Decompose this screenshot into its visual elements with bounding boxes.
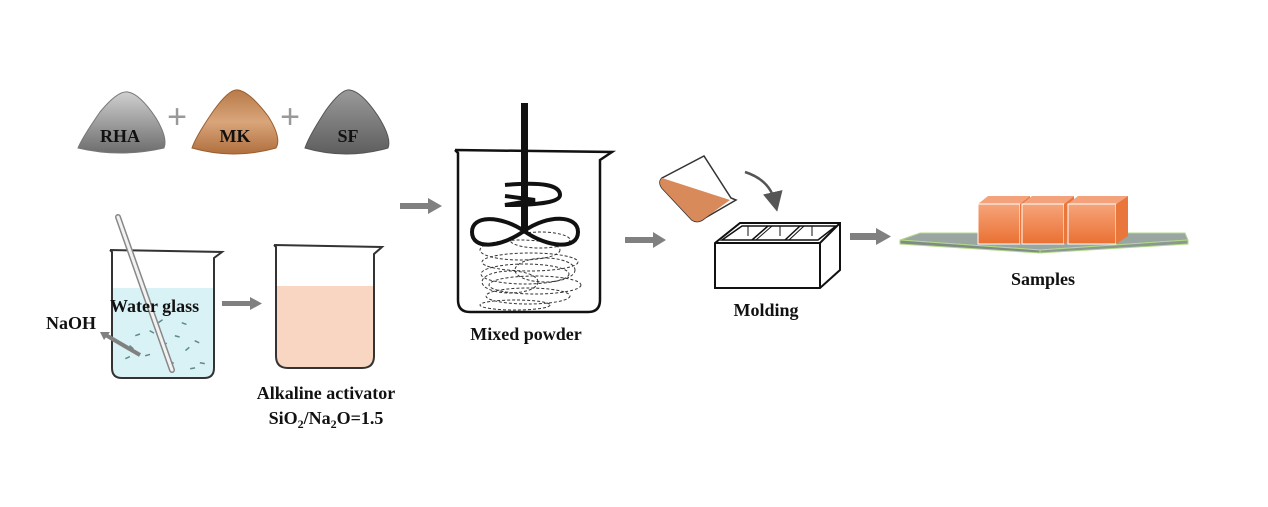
plus-sign: + bbox=[167, 98, 187, 136]
rha-label: RHA bbox=[100, 126, 140, 146]
naoh-label: NaOH bbox=[46, 313, 96, 333]
alkaline-activator-beaker bbox=[273, 244, 385, 369]
arrow-icon bbox=[625, 232, 666, 248]
sample-cube bbox=[1021, 196, 1074, 245]
mk-label: MK bbox=[220, 126, 251, 146]
plus-sign: + bbox=[280, 98, 300, 136]
stirrer-blade bbox=[469, 216, 581, 247]
pouring-beaker bbox=[659, 155, 783, 223]
stirrer-shaft bbox=[521, 103, 528, 233]
stirrer-spiral bbox=[504, 181, 563, 207]
samples-label: Samples bbox=[1011, 269, 1075, 289]
sf-label: SF bbox=[337, 126, 358, 146]
arrow-icon bbox=[222, 297, 262, 310]
molding-label: Molding bbox=[733, 300, 798, 320]
mixed-powder-label: Mixed powder bbox=[470, 324, 582, 344]
arrow-icon bbox=[850, 228, 891, 245]
naoh-pointer-line bbox=[102, 332, 142, 357]
rha-pile: RHA bbox=[77, 91, 166, 154]
mixer-beaker bbox=[454, 103, 617, 314]
mold-box bbox=[714, 222, 841, 289]
ratio-label: SiO2/Na2O=1.5 bbox=[269, 408, 384, 431]
water-glass-label: Water glass bbox=[110, 296, 199, 316]
sample-cube bbox=[1067, 196, 1128, 245]
arrow-icon bbox=[400, 198, 442, 214]
alkaline-activator-label: Alkaline activator bbox=[257, 383, 395, 403]
pour-arrow-icon bbox=[744, 170, 783, 212]
mk-pile: MK bbox=[191, 89, 279, 155]
sf-pile: SF bbox=[304, 89, 390, 155]
mixed-powder-swirls bbox=[479, 231, 582, 311]
